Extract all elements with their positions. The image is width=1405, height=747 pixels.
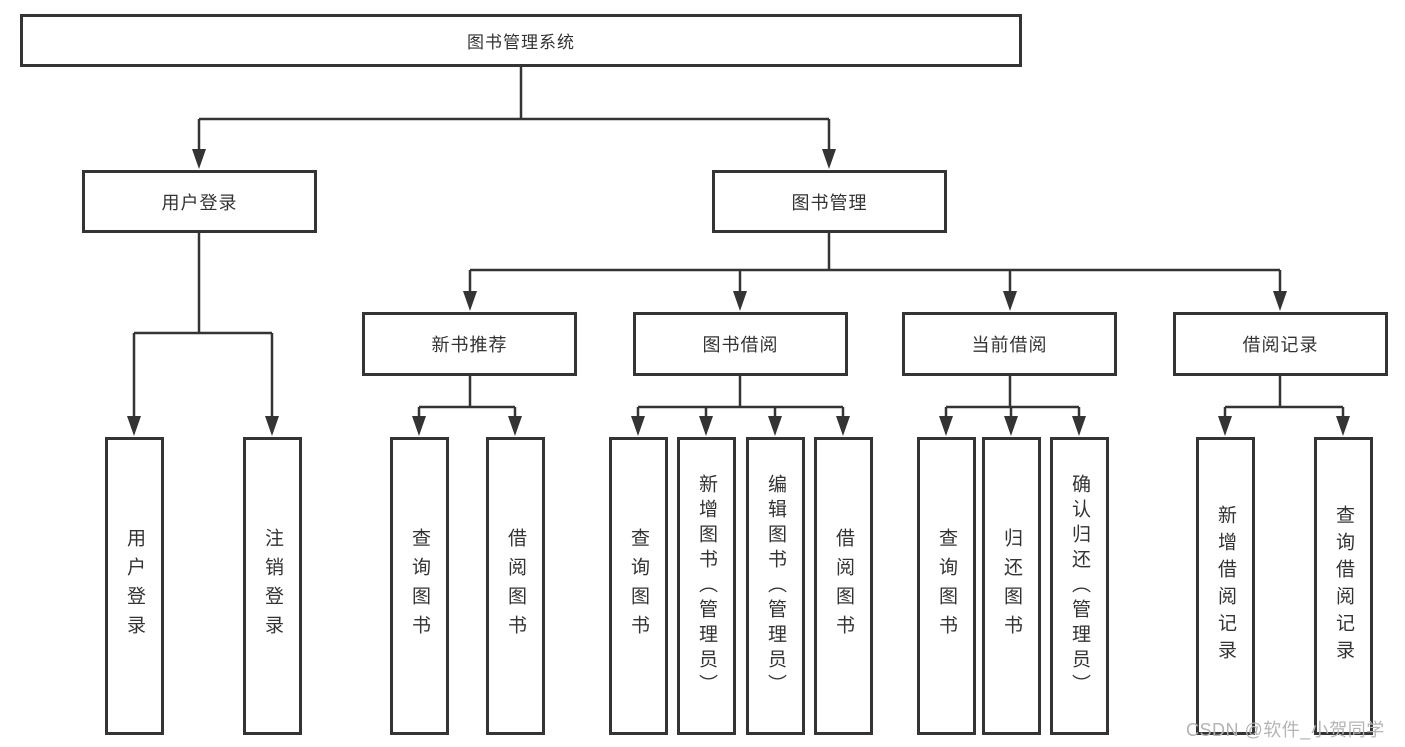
leaf-confirm-return-admin-label: 确认归还（管理员）: [1069, 473, 1090, 699]
node-root-library-system: 图书管理系统: [20, 14, 1022, 67]
leaf-query-book-1-label: 查询图书: [409, 528, 430, 644]
node-book-management: 图书管理: [712, 170, 947, 233]
node-borrow-records: 借阅记录: [1173, 312, 1388, 376]
node-root-label: 图书管理系统: [467, 33, 575, 52]
leaf-edit-book-admin-label: 编辑图书（管理员）: [765, 473, 786, 699]
leaf-query-book-1: 查询图书: [390, 437, 449, 735]
leaf-logout-label: 注销登录: [262, 528, 283, 644]
csdn-watermark: CSDN @软件_小贺同学: [1186, 720, 1385, 740]
node-borrow-records-label: 借阅记录: [1242, 335, 1319, 355]
leaf-logout: 注销登录: [243, 437, 302, 735]
leaf-add-book-admin-label: 新增图书（管理员）: [696, 473, 717, 699]
node-current-borrow-label: 当前借阅: [971, 335, 1048, 355]
leaf-query-book-2-label: 查询图书: [628, 528, 649, 644]
node-current-borrow: 当前借阅: [902, 312, 1117, 376]
leaf-query-book-3: 查询图书: [917, 437, 976, 735]
leaf-query-borrow-record-label: 查询借阅记录: [1333, 505, 1354, 667]
leaf-edit-book-admin: 编辑图书（管理员）: [746, 437, 805, 735]
leaf-query-book-3-label: 查询图书: [936, 528, 957, 644]
leaf-borrow-book-2-label: 借阅图书: [833, 528, 854, 644]
leaf-borrow-book-1: 借阅图书: [486, 437, 545, 735]
node-user-login-label: 用户登录: [161, 192, 238, 213]
node-new-book-recommend-label: 新书推荐: [431, 335, 508, 355]
leaf-user-login: 用户登录: [105, 437, 164, 735]
leaf-query-book-2: 查询图书: [609, 437, 668, 735]
leaf-add-book-admin: 新增图书（管理员）: [677, 437, 736, 735]
node-user-login: 用户登录: [82, 170, 317, 233]
node-book-management-label: 图书管理: [791, 192, 868, 213]
node-book-borrow: 图书借阅: [633, 312, 848, 376]
leaf-query-borrow-record: 查询借阅记录: [1314, 437, 1373, 735]
leaf-return-book: 归还图书: [982, 437, 1041, 735]
leaf-return-book-label: 归还图书: [1001, 528, 1022, 644]
leaf-confirm-return-admin: 确认归还（管理员）: [1050, 437, 1109, 735]
node-new-book-recommend: 新书推荐: [362, 312, 577, 376]
leaf-add-borrow-record: 新增借阅记录: [1196, 437, 1255, 735]
leaf-borrow-book-1-label: 借阅图书: [505, 528, 526, 644]
leaf-user-login-label: 用户登录: [124, 528, 145, 644]
leaf-add-borrow-record-label: 新增借阅记录: [1215, 505, 1236, 667]
node-book-borrow-label: 图书借阅: [702, 335, 779, 355]
leaf-borrow-book-2: 借阅图书: [814, 437, 873, 735]
